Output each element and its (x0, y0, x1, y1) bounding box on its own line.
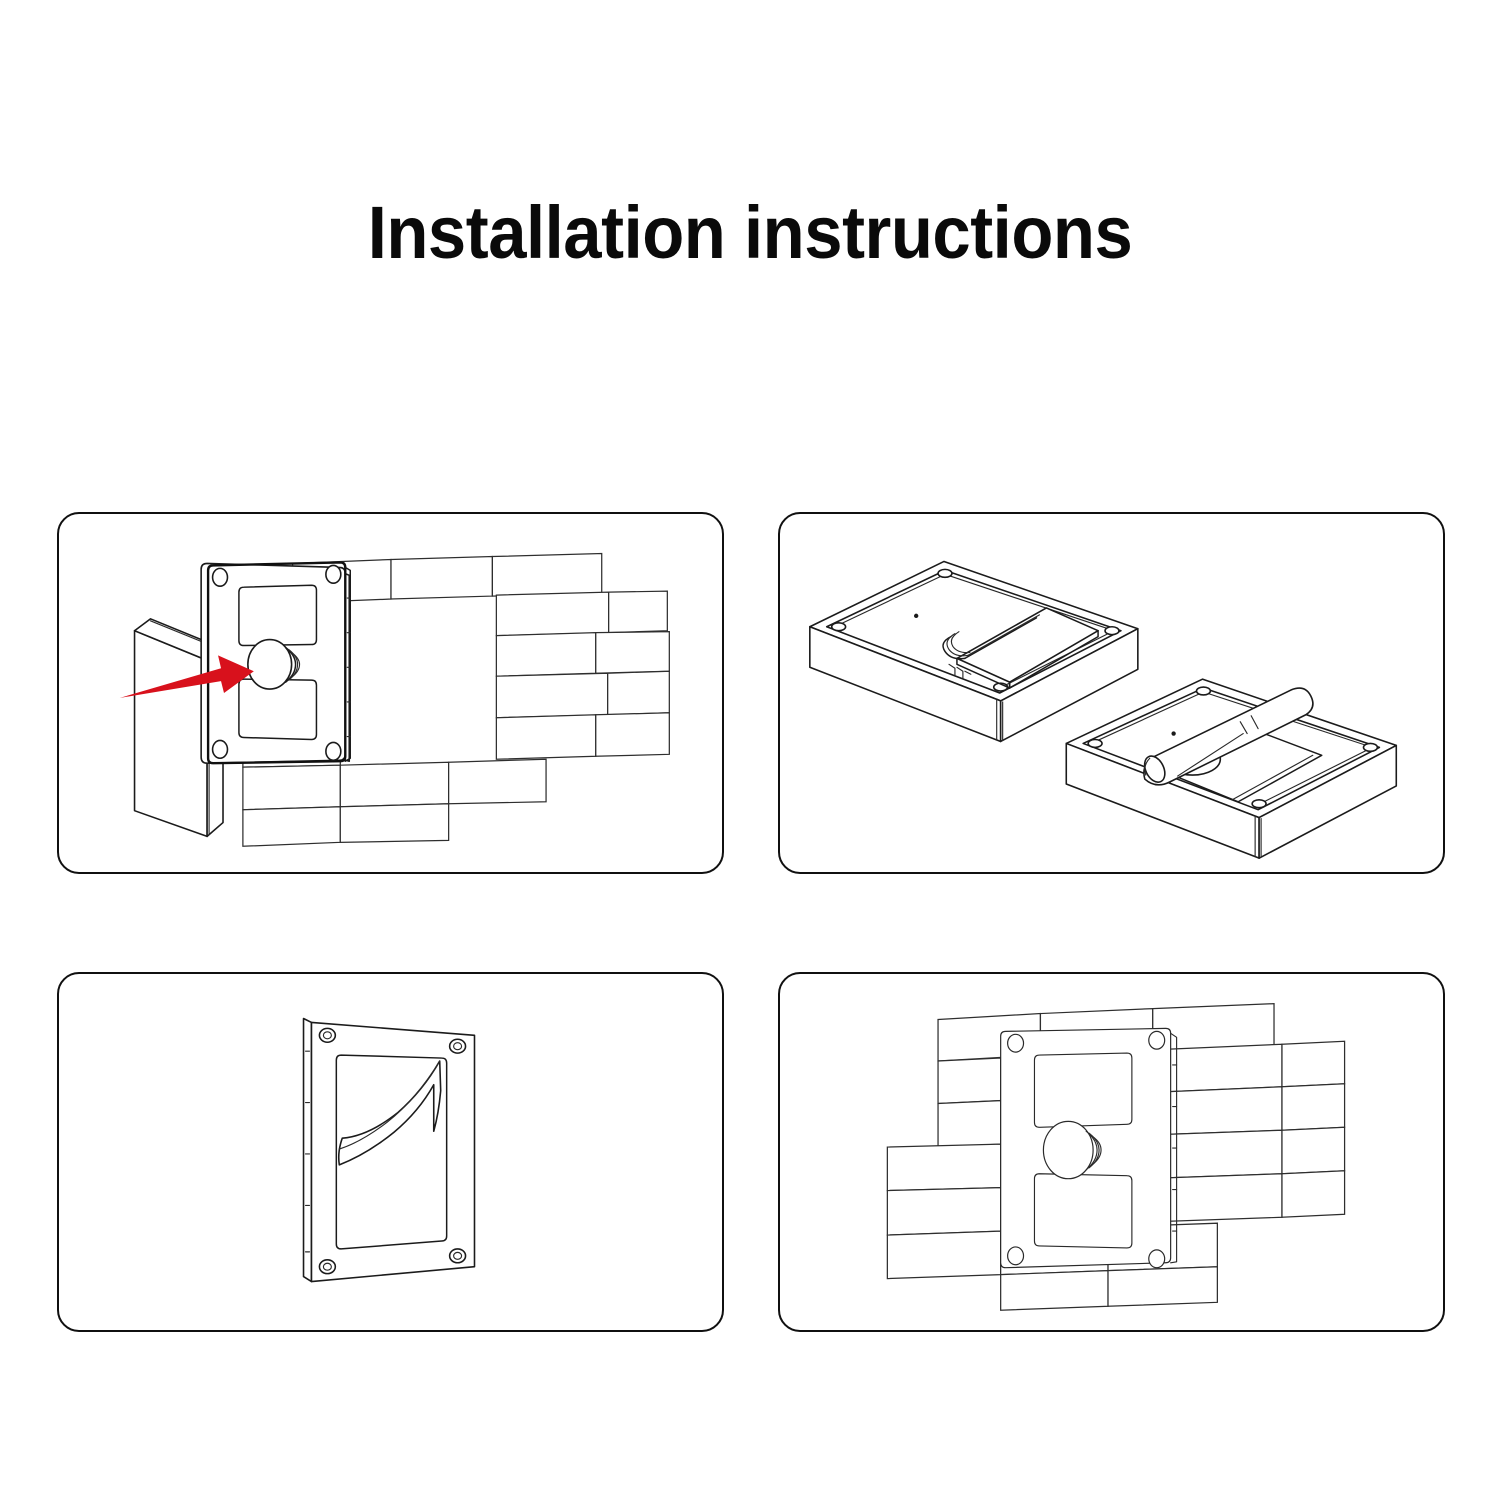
instruction-panel-1: Flat lamp body on the left with a red ar… (57, 512, 724, 874)
instruction-panel-4: Mounting back plate finally fixed flat o… (778, 972, 1445, 1332)
protective-film (337, 1060, 442, 1166)
panel-3-illustration (302, 1017, 476, 1283)
housing-box-with-cable (1065, 678, 1398, 859)
panel-2-description: Two isometric views of the shallow squar… (780, 514, 781, 515)
panel-1-description: Flat lamp body on the left with a red ar… (59, 514, 60, 515)
direction-arrow (119, 655, 254, 698)
panel-4-description: Mounting back plate finally fixed flat o… (780, 974, 781, 975)
panel-4-illustration (886, 1003, 1346, 1311)
housing-box-with-cover (809, 560, 1139, 743)
panel-1-illustration (119, 552, 670, 847)
instruction-panel-2: Two isometric views of the shallow squar… (778, 512, 1445, 874)
panel-2-illustration (809, 560, 1398, 859)
page-title: Installation instructions (367, 191, 1133, 274)
panel-3-description: Mounting plate shown upright with the pr… (59, 974, 60, 975)
mounting-plate (200, 561, 351, 765)
mounting-plate (302, 1017, 476, 1283)
mounting-plate (1000, 1027, 1178, 1269)
instruction-panel-3: Mounting plate shown upright with the pr… (57, 972, 724, 1332)
